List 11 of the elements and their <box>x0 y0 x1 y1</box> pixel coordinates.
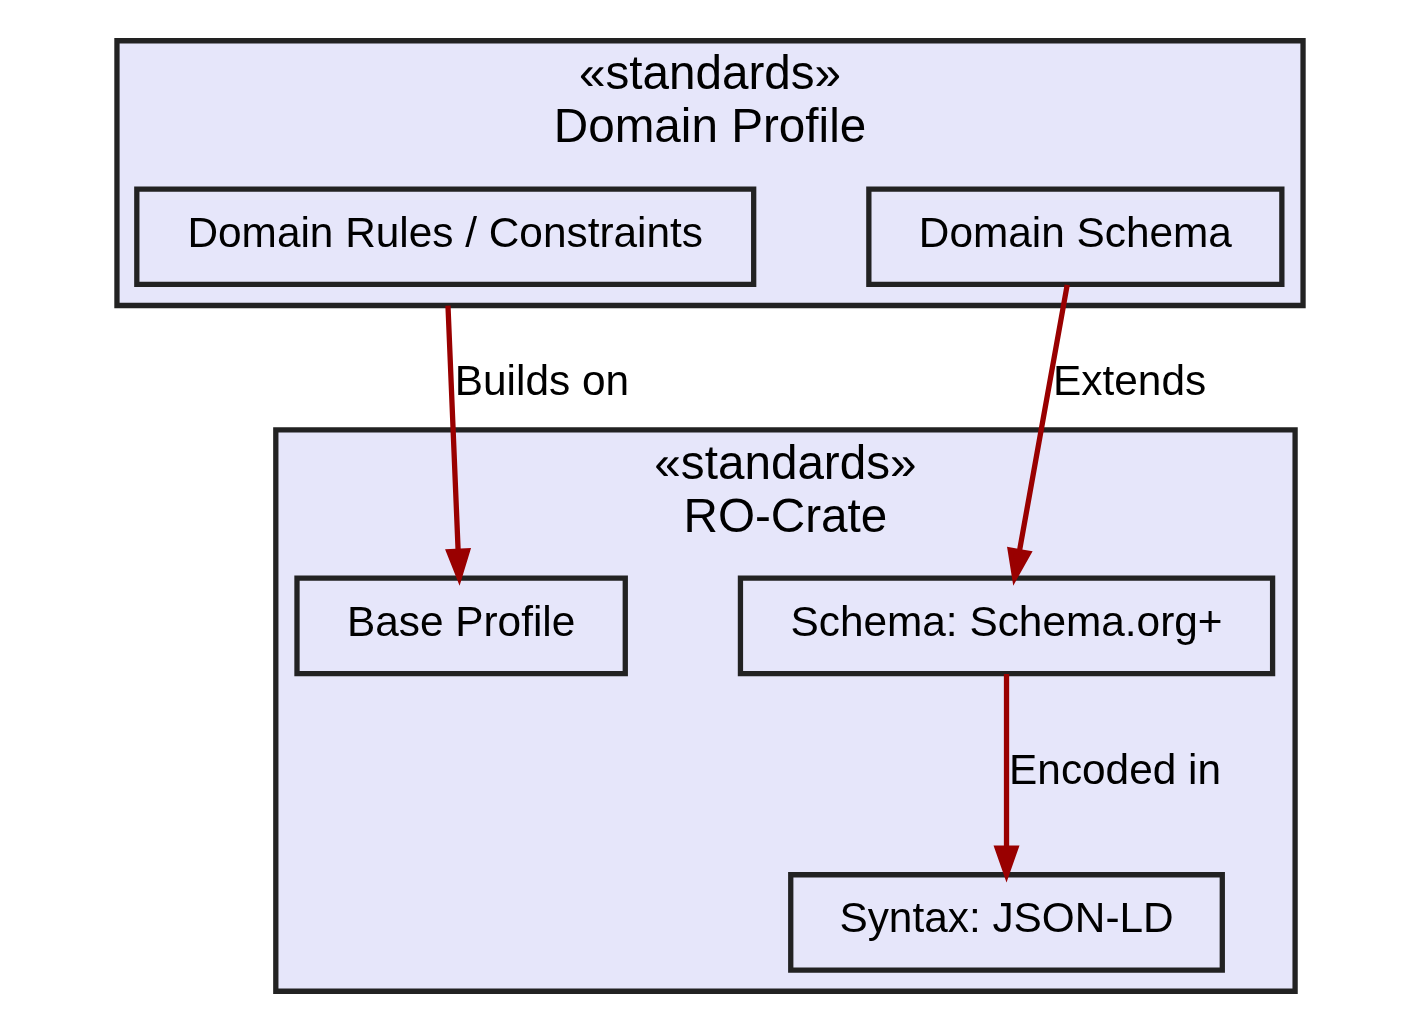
arrow <box>993 673 1020 883</box>
edge-label: Builds on <box>454 356 630 404</box>
arrow <box>1007 283 1070 586</box>
edge-label: Encoded in <box>1009 745 1222 793</box>
arrow <box>445 304 472 586</box>
edge-label: Extends <box>1053 356 1207 404</box>
node-box: Schema: Schema.org+ <box>737 575 1276 676</box>
node-box: Syntax: JSON-LD <box>788 871 1225 973</box>
node-box: Domain Schema <box>866 185 1285 287</box>
node-box: Base Profile <box>294 575 628 676</box>
node-box: Domain Rules / Constraints <box>134 185 757 287</box>
